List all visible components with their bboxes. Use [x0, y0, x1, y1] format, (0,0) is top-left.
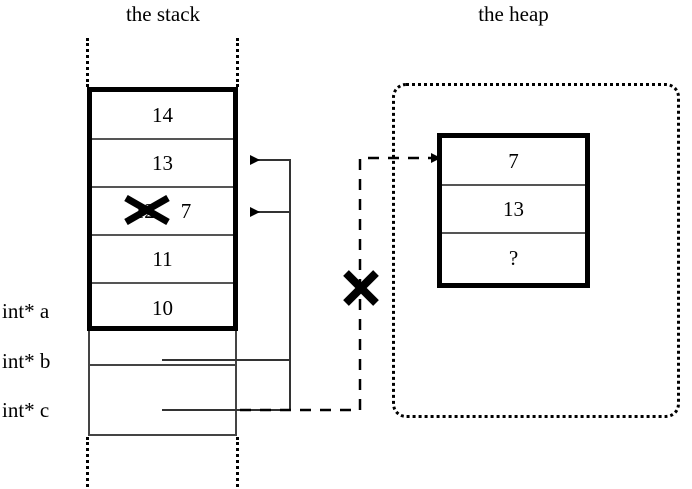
stack-frame: 14 13 12 7 11 10 — [87, 87, 238, 331]
stack-cell-12-old-value-struck: 12 — [124, 194, 170, 225]
heap-cell-2: ? — [442, 234, 585, 282]
heap-cell-1: 13 — [442, 186, 585, 234]
stack-cell-13-value: 13 — [152, 150, 173, 175]
stack-cell-12-new-value: 7 — [180, 198, 192, 223]
heap-cell-1-value: 13 — [503, 196, 524, 221]
heap-cell-0: 7 — [442, 138, 585, 186]
stack-cell-12: 12 7 — [92, 188, 233, 236]
stack-cell-11: 11 — [92, 236, 233, 284]
stack-variable-slots — [88, 331, 237, 436]
heap-title: the heap — [478, 2, 549, 26]
stack-right-dotted-line-top — [236, 38, 239, 87]
stack-cell-10-value: 10 — [152, 295, 173, 320]
stack-right-dotted-line-bottom — [236, 437, 239, 487]
stack-cell-10: 10 — [92, 284, 233, 332]
stack-title: the stack — [125, 2, 201, 26]
heap-cell-0-value: 7 — [508, 148, 519, 173]
stack-cell-14-value: 14 — [152, 102, 173, 127]
heap-cell-2-value: ? — [508, 245, 519, 270]
stack-slot-b — [90, 331, 235, 366]
stack-cell-12-old-value: 12 — [133, 198, 155, 223]
stack-left-dotted-line-bottom — [86, 437, 89, 487]
heap-block: 7 13 ? — [437, 133, 590, 288]
label-int-pointer-b: int* b — [2, 349, 51, 373]
stack-slot-c — [90, 366, 235, 401]
label-int-pointer-c: int* c — [2, 398, 50, 422]
stack-cell-14: 14 — [92, 92, 233, 140]
stack-cell-11-value: 11 — [152, 246, 173, 271]
cancelled-pointer-x-icon — [343, 270, 379, 306]
stack-cell-13: 13 — [92, 140, 233, 188]
stack-left-dotted-line-top — [86, 38, 89, 87]
label-int-pointer-a: int* a — [2, 299, 50, 323]
